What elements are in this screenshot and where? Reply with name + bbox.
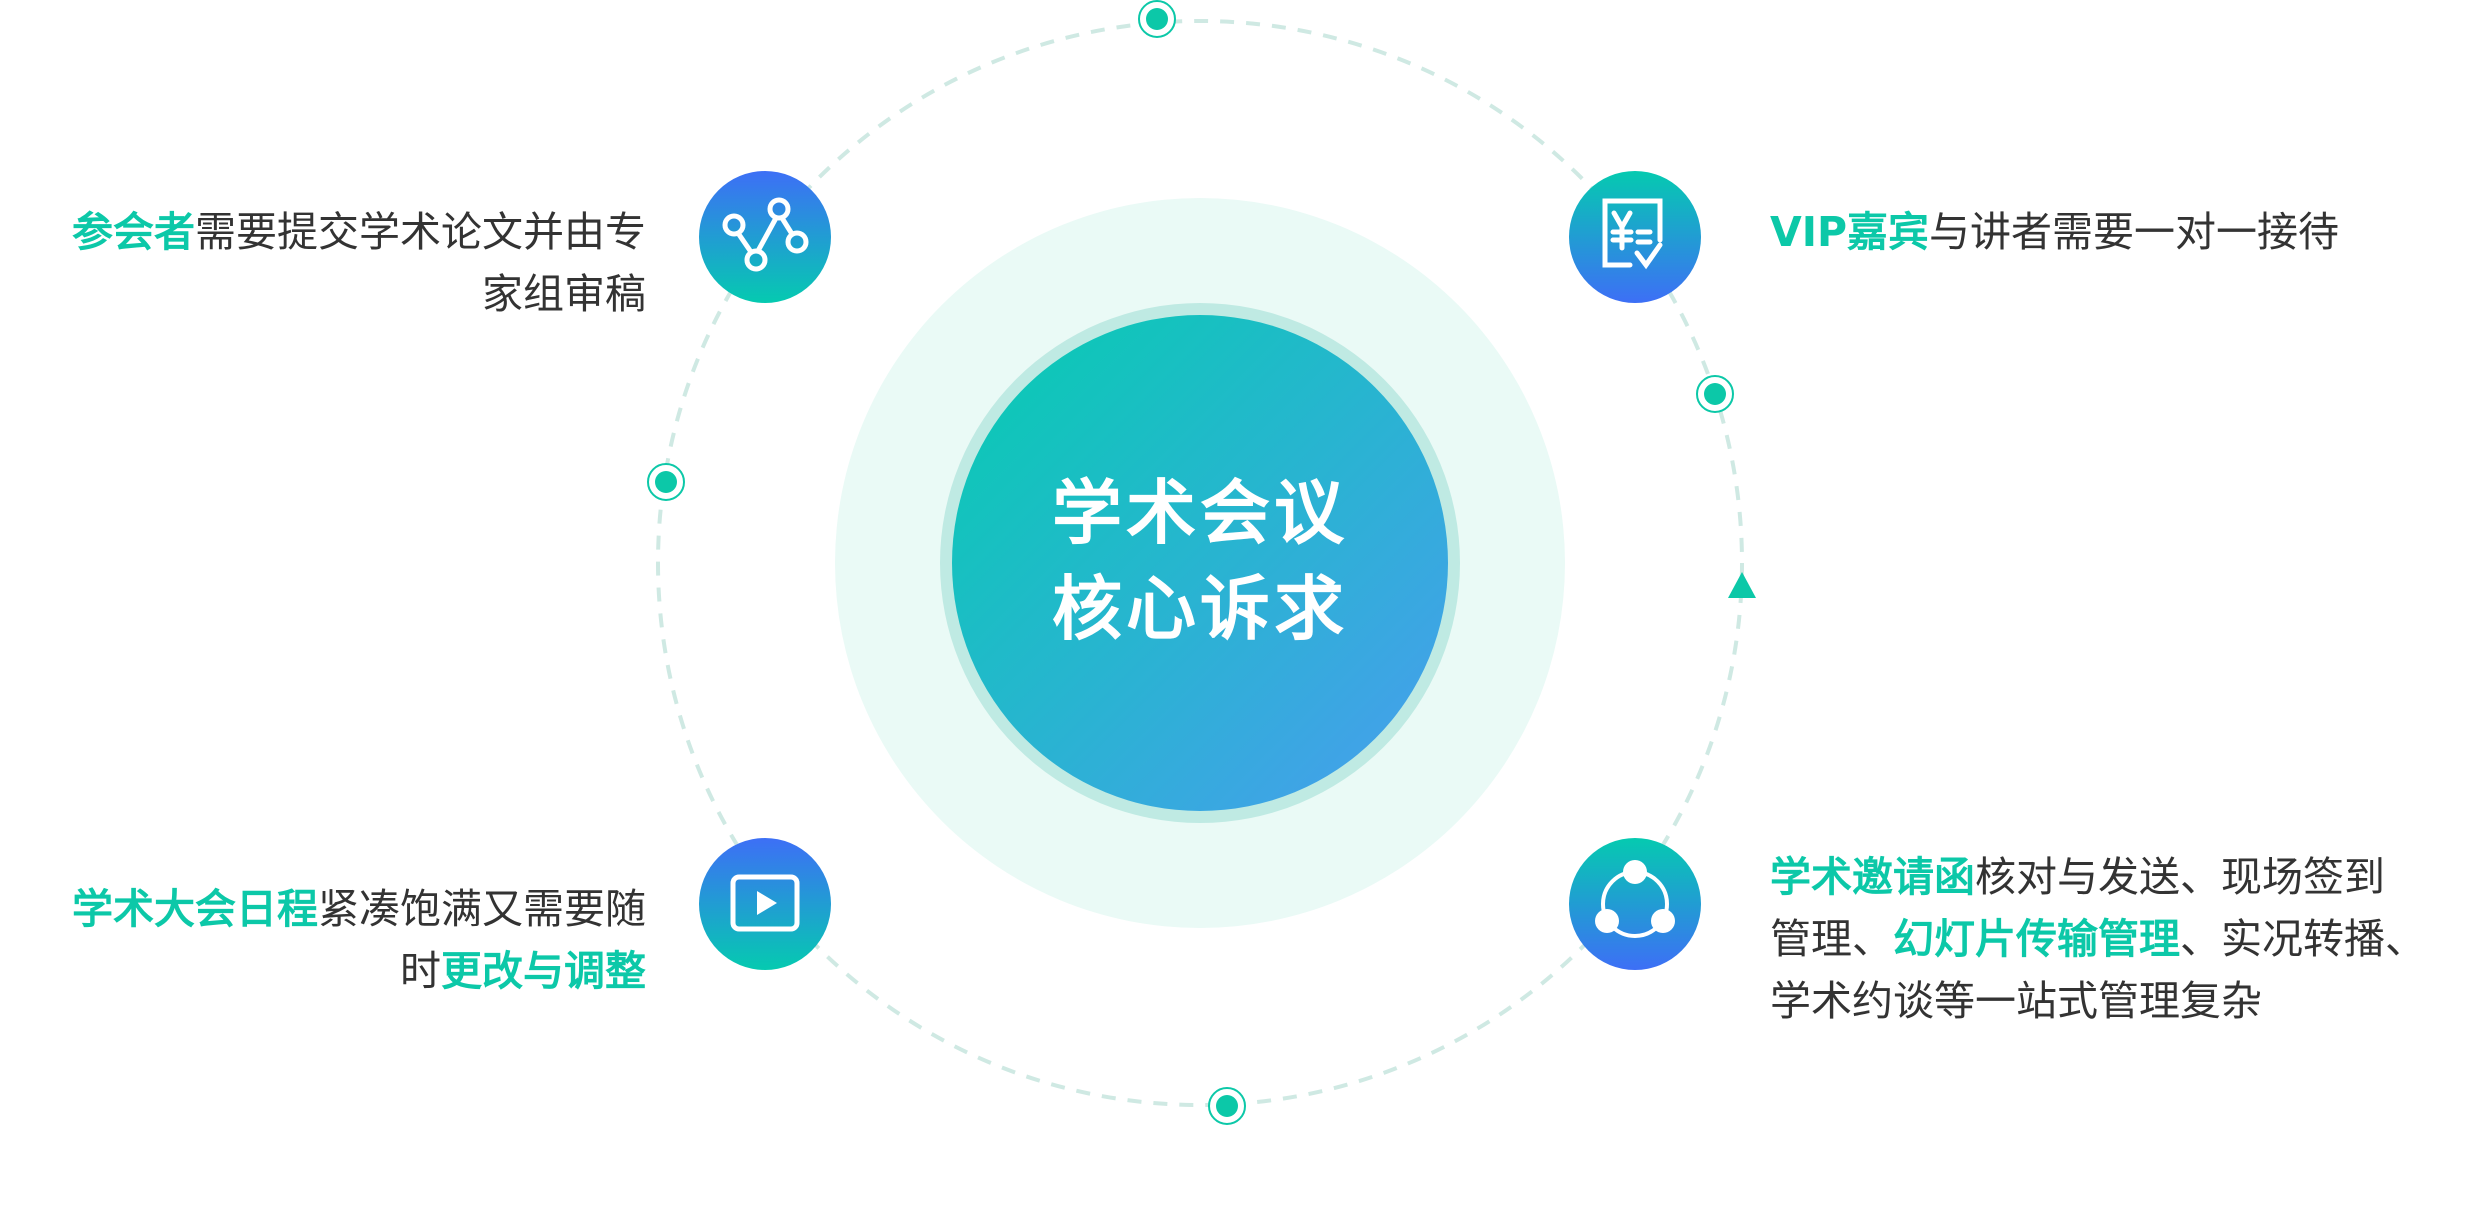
- orbit-arrow-icon: [1728, 572, 1756, 598]
- orbit-dashed-circle: [656, 19, 1744, 1107]
- body-text: 时: [400, 947, 441, 995]
- highlight-text: 学术大会日程: [72, 885, 318, 933]
- play-screen-icon: [699, 838, 831, 970]
- body-text: 学术约谈等一站式管理复杂: [1770, 977, 2262, 1025]
- requirement-vip-reception: VIP嘉宾与讲者需要一对一接待: [1770, 201, 2339, 263]
- center-circle: [952, 315, 1448, 811]
- body-text: 需要提交学术论文并由专: [195, 208, 646, 256]
- highlight-text: VIP嘉宾: [1770, 208, 1930, 256]
- share-cycle-icon: [1569, 838, 1701, 970]
- orbit-dot: [647, 463, 685, 501]
- center-title-line1: 学术会议: [1052, 472, 1348, 554]
- yen-invoice-check-icon: [1569, 171, 1701, 303]
- body-text: 家组审稿: [482, 270, 646, 318]
- requirement-schedule: 学术大会日程紧凑饱满又需要随 时更改与调整: [72, 878, 646, 1002]
- orbit-dot: [1696, 375, 1734, 413]
- body-text: 、实况转播、: [2180, 915, 2426, 963]
- body-text: 管理、: [1770, 915, 1893, 963]
- requirement-one-stop-management: 学术邀请函核对与发送、现场签到 管理、幻灯片传输管理、实况转播、 学术约谈等一站…: [1770, 846, 2426, 1032]
- highlight-text: 更改与调整: [441, 947, 646, 995]
- body-text: 与讲者需要一对一接待: [1929, 208, 2340, 256]
- requirement-paper-review: 参会者需要提交学术论文并由专 家组审稿: [72, 201, 646, 325]
- orbit-dot: [1208, 1087, 1246, 1125]
- body-text: 核对与发送、现场签到: [1975, 853, 2385, 901]
- orbit-dot: [1138, 0, 1176, 38]
- highlight-text: 参会者: [72, 208, 195, 256]
- highlight-text: 幻灯片传输管理: [1893, 915, 2180, 963]
- highlight-text: 学术邀请函: [1770, 853, 1975, 901]
- body-text: 紧凑饱满又需要随: [318, 885, 646, 933]
- network-nodes-icon: [699, 171, 831, 303]
- center-title: 学术会议 核心诉求: [950, 465, 1450, 657]
- center-title-line2: 核心诉求: [1052, 568, 1348, 650]
